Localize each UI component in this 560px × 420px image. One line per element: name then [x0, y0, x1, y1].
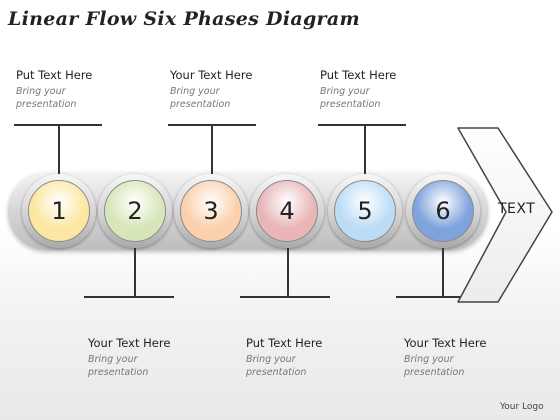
- logo-text: Your Logo: [500, 402, 544, 412]
- connector-overline-4: [240, 296, 330, 298]
- phase-label-title-6: Your Text Here: [404, 336, 487, 350]
- phase-number-3: 3: [180, 180, 242, 242]
- phase-number-1: 1: [28, 180, 90, 242]
- phase-label-sub-4: Bring your presentation: [246, 354, 307, 378]
- phase-circle-5: 5: [328, 174, 402, 248]
- diagram-title: Linear Flow Six Phases Diagram: [8, 8, 360, 30]
- phase-number-2: 2: [104, 180, 166, 242]
- phase-label-sub-5: Bring your presentation: [320, 86, 381, 110]
- phase-number-6: 6: [412, 180, 474, 242]
- connector-overline-2: [84, 296, 174, 298]
- phase-circle-6: 6: [406, 174, 480, 248]
- connector-underline-5: [318, 124, 406, 126]
- chevron-arrow: [457, 127, 553, 303]
- phase-label-title-1: Put Text Here: [16, 68, 93, 82]
- phase-circle-2: 2: [98, 174, 172, 248]
- phase-label-1: Put Text Here Bring your presentation: [16, 68, 136, 111]
- phase-label-4: Put Text Here Bring your presentation: [246, 336, 366, 379]
- phase-label-sub-1: Bring your presentation: [16, 86, 77, 110]
- connector-2: [134, 248, 136, 296]
- phase-circle-4: 4: [250, 174, 324, 248]
- phase-label-2: Your Text Here Bring your presentation: [88, 336, 208, 379]
- connector-1: [58, 124, 60, 174]
- phase-circle-3: 3: [174, 174, 248, 248]
- phase-label-sub-6: Bring your presentation: [404, 354, 465, 378]
- phase-label-5: Put Text Here Bring your presentation: [320, 68, 440, 111]
- phase-label-title-2: Your Text Here: [88, 336, 171, 350]
- phase-number-5: 5: [334, 180, 396, 242]
- phase-number-4: 4: [256, 180, 318, 242]
- phase-label-sub-2: Bring your presentation: [88, 354, 149, 378]
- phase-label-title-5: Put Text Here: [320, 68, 397, 82]
- phase-label-3: Your Text Here Bring your presentation: [170, 68, 290, 111]
- phase-circle-1: 1: [22, 174, 96, 248]
- phase-label-title-3: Your Text Here: [170, 68, 253, 82]
- connector-overline-6: [396, 296, 496, 298]
- connector-3: [211, 124, 213, 174]
- connector-6: [442, 248, 444, 296]
- phase-label-title-4: Put Text Here: [246, 336, 323, 350]
- connector-5: [364, 124, 366, 174]
- arrow-label: TEXT: [498, 201, 536, 217]
- connector-4: [287, 248, 289, 296]
- phase-label-sub-3: Bring your presentation: [170, 86, 231, 110]
- phase-label-6: Your Text Here Bring your presentation: [404, 336, 524, 379]
